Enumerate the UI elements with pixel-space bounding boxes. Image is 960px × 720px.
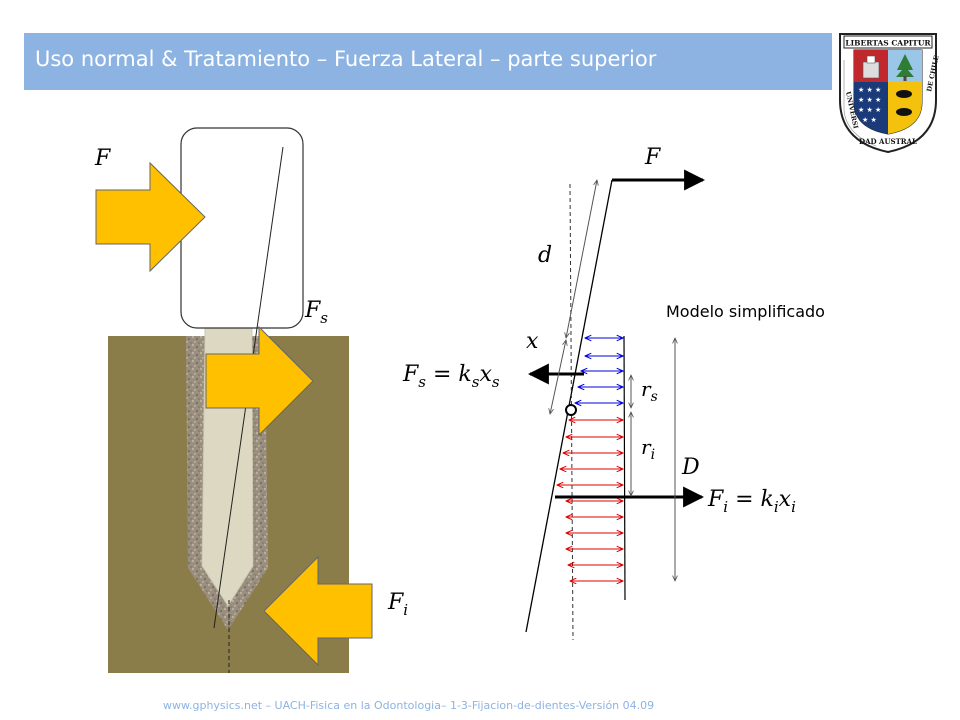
red-spring-arrows	[557, 420, 623, 581]
dimension-d-arrow	[566, 180, 597, 338]
svg-text:★ ★ ★: ★ ★ ★	[858, 106, 881, 114]
model-caption: Modelo simplificado	[666, 302, 825, 321]
model-label-d: d	[538, 243, 552, 268]
force-Fs-arrow-icon	[205, 325, 314, 437]
force-F-arrow-icon	[95, 161, 206, 273]
model-label-Fs-equation: Fs = ksxs	[402, 362, 500, 391]
slide-footer: www.gphysics.net – UACH-Fisica en la Odo…	[163, 699, 655, 712]
university-crest-logo: LIBERTAS CAPITUR ★ ★ ★ ★ ★ ★ ★ ★ ★ ★ ★ U…	[839, 33, 940, 154]
model-label-Fi-equation: Fi = kixi	[707, 487, 796, 516]
pivot-point-icon	[565, 404, 577, 416]
force-Fi-arrow-icon	[263, 555, 373, 667]
model-label-ri: ri	[641, 435, 655, 463]
left-label-Fi: Fi	[387, 590, 408, 619]
left-label-Fs: Fs	[304, 298, 328, 327]
dimension-x-arrow	[550, 340, 566, 414]
left-tooth-diagram: F Fs Fi	[94, 127, 408, 673]
model-label-D: D	[681, 455, 700, 480]
title-bar: Uso normal & Tratamiento – Fuerza Latera…	[24, 33, 832, 90]
crest-ring-bottom: DAD AUSTRAL	[859, 137, 917, 146]
tooth-crown	[180, 127, 304, 329]
left-label-F: F	[94, 146, 111, 171]
svg-text:★ ★ ★: ★ ★ ★	[858, 86, 881, 94]
model-bone-wall-line	[623, 335, 626, 601]
blue-spring-arrows	[575, 338, 623, 403]
svg-text:★ ★: ★ ★	[862, 116, 877, 124]
model-label-rs: rs	[641, 377, 658, 405]
model-label-x: x	[526, 329, 539, 354]
right-model-diagram: F d x Fs = ksxs rs ri D Fi = kixi	[402, 145, 796, 641]
slide-title: Uso normal & Tratamiento – Fuerza Latera…	[35, 47, 657, 71]
svg-text:★ ★ ★: ★ ★ ★	[858, 96, 881, 104]
crest-motto: LIBERTAS CAPITUR	[845, 39, 931, 48]
model-label-F: F	[644, 145, 661, 170]
